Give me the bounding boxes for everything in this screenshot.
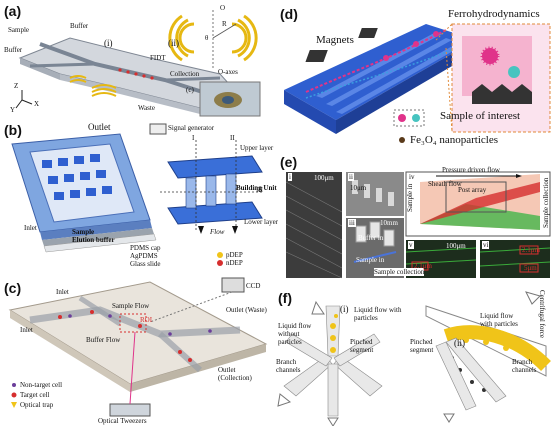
panel-a-o: O bbox=[220, 4, 226, 12]
panel-e-sub-iii: iii bbox=[348, 219, 356, 227]
panel-b-agpdms: AgPDMS bbox=[130, 252, 158, 260]
panel-a-axis-y: Y bbox=[10, 106, 16, 114]
panel-e-scale-iii: 10mm bbox=[380, 219, 398, 227]
panel-e-sub-i: i bbox=[288, 173, 292, 181]
panel-b-building-unit: Building Unit bbox=[236, 184, 277, 192]
panel-b-label: (b) bbox=[4, 122, 22, 138]
panel-e-size-vi-a: 2.1μm bbox=[522, 246, 540, 254]
panel-c-label: (c) bbox=[4, 280, 22, 296]
panel-a-axis-x: X bbox=[34, 100, 40, 108]
panel-f-pinched-segment: Pinched segment bbox=[350, 338, 374, 354]
panel-b-pdep: pDEP bbox=[226, 251, 243, 259]
panel-b-figure bbox=[11, 123, 264, 266]
panel-f: (f) (i) (ii) Liquid flow without particl… bbox=[276, 286, 554, 426]
panel-b: (b) Outlet Signal generator Upper layer … bbox=[0, 120, 278, 270]
panel-a-fidt: FIDT bbox=[150, 54, 166, 62]
panel-f-sub-ii: (ii) bbox=[454, 338, 465, 348]
panel-e-pressure-flow: Pressure driven flow bbox=[442, 166, 500, 174]
panel-c-outlet-waste: Outlet (Waste) bbox=[226, 306, 267, 314]
panel-f-pinched-segment-ii: Pinched segment bbox=[410, 338, 434, 354]
panel-c-legend-target: Target cell bbox=[20, 391, 50, 399]
panel-b-lower-layer: Lower layer bbox=[244, 218, 279, 226]
panel-b-glass-slide: Glass slide bbox=[130, 260, 161, 268]
panel-f-sub-i: (i) bbox=[340, 304, 349, 314]
panel-e-sample-in-iii: Sample in bbox=[356, 256, 385, 264]
panel-d: (d) Magnets Ferrohydrodynamics Sample of… bbox=[276, 0, 554, 150]
panel-c-inlet-left: Inlet bbox=[20, 326, 33, 334]
panel-e-figure bbox=[285, 171, 551, 279]
panel-c-ccd: CCD bbox=[246, 282, 261, 290]
panel-a-sample: Sample bbox=[8, 26, 29, 34]
panel-c-roi: ROI bbox=[140, 316, 153, 324]
panel-e: (e) i ii iii iv v vi 100μm 10μm 10mm 100… bbox=[276, 152, 554, 282]
panel-c-outlet-collection: Outlet (Collection) bbox=[218, 366, 252, 382]
panel-d-label: (d) bbox=[280, 6, 298, 22]
panel-b-sample: Sample bbox=[72, 228, 95, 236]
panel-e-size-v: 2.1μm bbox=[414, 262, 432, 270]
panel-f-centrifugal-force: Centrifugal force bbox=[538, 290, 546, 339]
panel-e-sample-collection-iii: Sample collection bbox=[374, 268, 425, 276]
panel-e-size-vi-b: 5μm bbox=[524, 264, 537, 272]
panel-a-theta: θ bbox=[205, 34, 209, 42]
panel-e-buffer-in: Buffer in bbox=[358, 234, 384, 242]
panel-e-post-array: Post array bbox=[458, 186, 487, 194]
panel-f-branch-channels-left: Branch channels bbox=[276, 358, 301, 374]
panel-e-sub-ii: ii bbox=[348, 173, 354, 181]
panel-b-inlet: Inlet bbox=[24, 224, 37, 232]
panel-b-upper-layer: Upper layer bbox=[240, 144, 274, 152]
panel-c-buffer-flow: Buffer Flow bbox=[86, 336, 121, 344]
panel-a-collection: Collection bbox=[170, 70, 200, 78]
panel-c-sample-flow: Sample Flow bbox=[112, 302, 150, 310]
panel-b-roman-i: I bbox=[192, 134, 195, 142]
panel-a-sub-ii: (ii) bbox=[168, 38, 179, 48]
panel-e-sub-vi: vi bbox=[482, 241, 490, 249]
panel-e-sub-v: v bbox=[408, 241, 414, 249]
panel-c-figure bbox=[8, 277, 268, 417]
panel-b-signal-generator: Signal generator bbox=[168, 124, 215, 132]
panel-c-inlet-top: Inlet bbox=[56, 288, 69, 296]
panel-a: (a) (i) (ii) (c) Sample Buffer Buffer FI… bbox=[0, 0, 270, 118]
panel-b-elution-buffer: Elution buffer bbox=[72, 236, 115, 244]
panel-f-liquid-with-ii: Liquid flow with particles bbox=[480, 312, 518, 328]
panel-b-flow: Flow bbox=[210, 228, 225, 236]
panel-a-sub-i: (i) bbox=[104, 38, 113, 48]
panel-c-optical-tweezers: Optical Tweezers bbox=[98, 417, 147, 425]
panel-f-label: (f) bbox=[278, 290, 292, 306]
panel-e-scale-i: 100μm bbox=[314, 174, 334, 182]
panel-a-label: (a) bbox=[4, 3, 22, 19]
panel-f-figure bbox=[277, 291, 551, 426]
panel-b-outlet: Outlet bbox=[88, 122, 111, 132]
panel-d-figure bbox=[284, 23, 551, 143]
panel-e-scale-ii: 10μm bbox=[350, 184, 367, 192]
panel-e-scale-v: 100μm bbox=[446, 242, 466, 250]
panel-f-liquid-with: Liquid flow with particles bbox=[354, 306, 402, 322]
panel-b-roman-ii: II bbox=[230, 134, 235, 142]
panel-b-roman-iii: III bbox=[256, 186, 263, 194]
panel-e-sample-in: Sample in bbox=[406, 183, 414, 212]
panel-e-sample-collection: Sample collection bbox=[542, 177, 550, 228]
panel-e-sheath-flow: Sheath flow bbox=[428, 180, 462, 188]
panel-a-r: R bbox=[222, 20, 227, 28]
panel-a-o-axes: O-axes bbox=[218, 68, 238, 76]
panel-f-branch-channels-right: Branch channels bbox=[512, 358, 537, 374]
panel-e-label: (e) bbox=[280, 154, 298, 170]
panel-b-pdms-cap: PDMS cap bbox=[130, 244, 161, 252]
panel-a-waste: Waste bbox=[138, 104, 155, 112]
panel-d-sample-of-interest: Sample of interest bbox=[440, 110, 521, 122]
panel-d-ferrohydrodynamics: Ferrohydrodynamics bbox=[448, 8, 540, 20]
panel-c: (c) CCD Inlet Inlet Sample Flow Buffer F… bbox=[0, 274, 270, 426]
panel-f-liquid-without: Liquid flow without particles bbox=[278, 322, 312, 346]
panel-a-buffer-top: Buffer bbox=[70, 22, 89, 30]
panel-b-ndep: nDEP bbox=[226, 259, 243, 267]
panel-a-figure bbox=[15, 10, 261, 117]
panel-c-legend-nontarget: Non-target cell bbox=[20, 381, 63, 389]
panel-a-buffer-left: Buffer bbox=[4, 46, 23, 54]
panel-d-fe3o4: Fe₃O₄ nanoparticles bbox=[410, 134, 499, 146]
panel-e-sub-iv: iv bbox=[408, 173, 416, 181]
panel-c-legend-trap: Optical trap bbox=[20, 401, 54, 409]
panel-d-magnets: Magnets bbox=[316, 34, 354, 46]
panel-a-axis-z: Z bbox=[14, 82, 19, 90]
panel-a-sub-c: (c) bbox=[186, 86, 194, 94]
